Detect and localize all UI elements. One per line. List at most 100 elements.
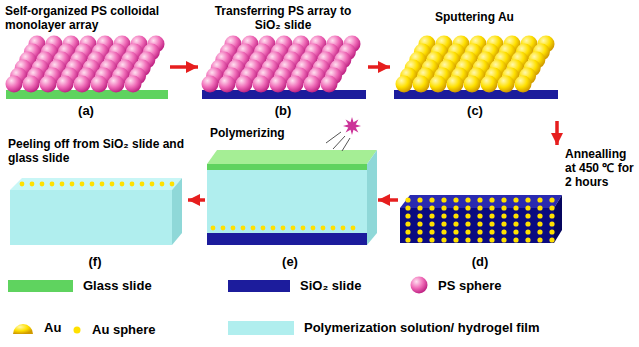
step-caption: Self-organized PS colloidal monolayer ar… bbox=[5, 5, 170, 33]
glass-slide-front bbox=[207, 164, 367, 170]
au-dot bbox=[441, 221, 446, 226]
au-dot bbox=[291, 226, 296, 231]
legend-item: Polymerization solution/ hydrogel film bbox=[228, 320, 539, 335]
au-sphere-sample bbox=[74, 326, 81, 333]
au-dot bbox=[441, 229, 446, 234]
au-dot bbox=[60, 182, 65, 187]
au-dot bbox=[160, 182, 165, 187]
legend-sample bbox=[410, 276, 428, 294]
au-dot bbox=[525, 205, 530, 210]
au-dot bbox=[211, 226, 216, 231]
au-dot bbox=[251, 226, 256, 231]
legend-label: Glass slide bbox=[83, 278, 152, 293]
sphere-array bbox=[202, 36, 361, 93]
au-dot bbox=[525, 229, 530, 234]
au-dot bbox=[20, 182, 25, 187]
au-sample bbox=[13, 324, 33, 334]
sphere bbox=[498, 76, 515, 93]
au-dot bbox=[221, 226, 226, 231]
au-dot bbox=[453, 213, 458, 218]
au-dot bbox=[477, 237, 482, 242]
au-dot bbox=[417, 213, 422, 218]
au-dot bbox=[405, 221, 410, 226]
au-dot bbox=[150, 182, 155, 187]
hydrogel-layer bbox=[207, 170, 367, 233]
panel-letter: (f) bbox=[75, 255, 115, 270]
au-dot bbox=[489, 229, 494, 234]
au-dot bbox=[465, 237, 470, 242]
legend-label: SiO₂ slide bbox=[300, 278, 361, 293]
au-dot bbox=[40, 182, 45, 187]
process-step: Peeling off from SiO₂ slide and glass sl… bbox=[3, 130, 188, 272]
au-dot bbox=[301, 226, 306, 231]
au-dot bbox=[417, 197, 422, 202]
au-dot bbox=[537, 237, 542, 242]
sphere bbox=[6, 76, 23, 93]
au-dot bbox=[441, 213, 446, 218]
au-dot bbox=[489, 213, 494, 218]
step-caption: Sputtering Au bbox=[435, 11, 545, 25]
au-dot bbox=[549, 221, 554, 226]
au-dot bbox=[405, 197, 410, 202]
au-dot bbox=[417, 221, 422, 226]
au-dot bbox=[429, 237, 434, 242]
au-dot bbox=[489, 221, 494, 226]
sphere bbox=[287, 76, 304, 93]
au-dot bbox=[120, 182, 125, 187]
sphere bbox=[219, 76, 236, 93]
au-dot bbox=[90, 182, 95, 187]
sphere-array bbox=[396, 36, 555, 93]
au-dot bbox=[417, 205, 422, 210]
au-dot bbox=[170, 182, 175, 187]
au-dot bbox=[271, 226, 276, 231]
legend-item: Au sphere bbox=[72, 322, 156, 337]
hydrogel-film-top bbox=[10, 178, 182, 190]
au-dot bbox=[429, 213, 434, 218]
au-dot bbox=[477, 197, 482, 202]
sphere bbox=[396, 76, 413, 93]
sphere bbox=[202, 76, 219, 93]
process-arrow bbox=[170, 65, 198, 69]
legend-item: SiO₂ slide bbox=[228, 278, 361, 293]
sphere bbox=[430, 76, 447, 93]
au-dot bbox=[537, 197, 542, 202]
stack-side bbox=[367, 150, 377, 245]
au-dot bbox=[231, 226, 236, 231]
au-dot bbox=[501, 197, 506, 202]
au-dot bbox=[331, 226, 336, 231]
au-dot bbox=[549, 213, 554, 218]
legend-label: Polymerization solution/ hydrogel film bbox=[304, 320, 539, 335]
au-dot bbox=[351, 226, 356, 231]
au-dot bbox=[441, 197, 446, 202]
legend-label: PS sphere bbox=[438, 278, 502, 293]
au-dot bbox=[537, 221, 542, 226]
au-dot bbox=[465, 221, 470, 226]
sphere bbox=[236, 76, 253, 93]
au-dot bbox=[477, 213, 482, 218]
au-dot bbox=[417, 237, 422, 242]
sphere bbox=[481, 76, 498, 93]
legend-sample bbox=[228, 280, 290, 292]
sphere bbox=[270, 76, 287, 93]
au-dot bbox=[501, 221, 506, 226]
au-dot bbox=[130, 182, 135, 187]
sio2-slide bbox=[207, 233, 367, 245]
uv-ray bbox=[342, 138, 350, 151]
au-dot bbox=[549, 205, 554, 210]
au-dot bbox=[501, 205, 506, 210]
au-dot bbox=[525, 221, 530, 226]
au-dot bbox=[405, 237, 410, 242]
au-dot bbox=[321, 226, 326, 231]
au-dot bbox=[429, 221, 434, 226]
au-dot bbox=[513, 205, 518, 210]
glass-slide-top bbox=[207, 150, 377, 164]
legend-label: Au bbox=[44, 320, 61, 335]
au-dot bbox=[405, 229, 410, 234]
ps-sphere-sample bbox=[411, 277, 428, 294]
au-dot bbox=[80, 182, 85, 187]
au-dot bbox=[453, 205, 458, 210]
au-dot bbox=[453, 197, 458, 202]
au-dot bbox=[429, 197, 434, 202]
sphere bbox=[321, 76, 338, 93]
